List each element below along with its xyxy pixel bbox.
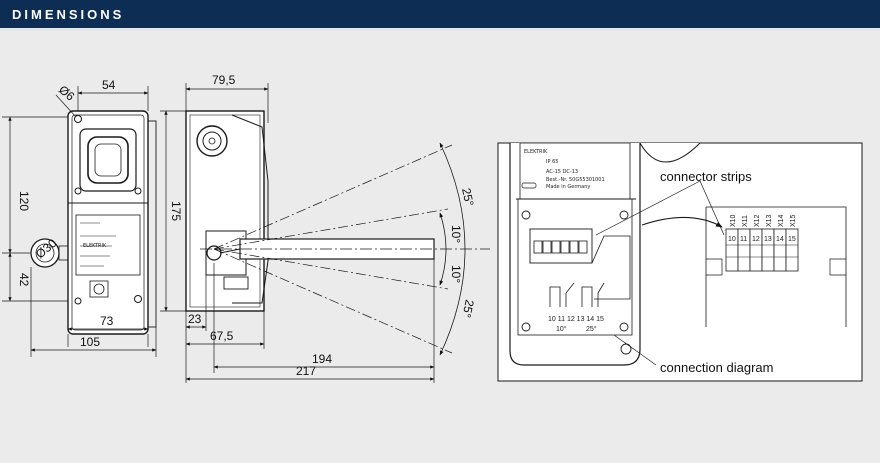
dimension-drawing: ELEKTRIK bbox=[2, 73, 863, 383]
detail-angle-25: 25° bbox=[586, 325, 597, 333]
diagram-stage: ELEKTRIK bbox=[0, 31, 880, 463]
detail-callouts: connector strips connection diagram bbox=[660, 169, 773, 375]
terminal-label-x11: X11 bbox=[742, 215, 749, 227]
terminal-number-13: 13 bbox=[764, 236, 772, 243]
dim-105: 105 bbox=[80, 335, 100, 349]
front-label-brand: ELEKTRIK bbox=[83, 243, 107, 249]
dim-79-5: 79,5 bbox=[212, 73, 236, 87]
terminal-number-12: 12 bbox=[752, 236, 760, 243]
detail-panel: 10 11 12 13 14 15 10° 25° ELEKTRIK IP 65… bbox=[497, 142, 863, 382]
dim-67-5: 67,5 bbox=[210, 329, 234, 343]
connector-terminal-labels: X10 X11 X12 X13 X14 X15 10 11 12 13 14 1… bbox=[728, 214, 797, 243]
angle-10-top: 10° bbox=[449, 225, 463, 243]
angle-25-bottom: 25° bbox=[459, 298, 477, 319]
detail-label-brand: ELEKTRIK bbox=[524, 149, 548, 155]
side-view bbox=[185, 110, 490, 356]
dim-23: 23 bbox=[188, 312, 202, 326]
dim-73: 73 bbox=[100, 314, 114, 328]
dim-diameter-6: Ø6 bbox=[56, 83, 78, 104]
detail-label-order: Best.-Nr. 50G55301001 bbox=[546, 177, 605, 183]
detail-angle-10: 10° bbox=[556, 325, 567, 333]
terminal-number-14: 14 bbox=[776, 236, 784, 243]
angle-10-bottom: 10° bbox=[449, 265, 463, 283]
terminal-label-x10: X10 bbox=[730, 214, 737, 227]
terminal-label-x15: X15 bbox=[790, 214, 797, 227]
dimension-lines bbox=[2, 83, 435, 383]
detail-label-made: Made in Germany bbox=[546, 184, 590, 190]
dim-194: 194 bbox=[312, 352, 332, 366]
terminal-label-x14: X14 bbox=[778, 214, 785, 227]
front-view bbox=[30, 110, 157, 335]
terminal-number-10: 10 bbox=[728, 236, 736, 243]
terminal-label-x13: X13 bbox=[766, 214, 773, 227]
detail-terminal-row: 10 11 12 13 14 15 bbox=[548, 316, 604, 323]
detail-label-ip: IP 65 bbox=[546, 159, 558, 165]
connection-diagram-label: connection diagram bbox=[660, 360, 773, 375]
front-view-label: ELEKTRIK bbox=[83, 243, 107, 249]
section-title: DIMENSIONS bbox=[12, 7, 125, 22]
terminal-label-x12: X12 bbox=[754, 214, 761, 227]
dim-42: 42 bbox=[17, 273, 31, 287]
section-header: DIMENSIONS bbox=[0, 0, 880, 31]
angle-25-top: 25° bbox=[459, 187, 477, 208]
detail-label-volt: AC-15 DC-13 bbox=[546, 169, 578, 175]
dim-54: 54 bbox=[102, 78, 116, 92]
dim-175: 175 bbox=[169, 201, 183, 221]
connector-strips-label: connector strips bbox=[660, 169, 752, 184]
terminal-number-11: 11 bbox=[740, 236, 747, 243]
terminal-number-15: 15 bbox=[788, 236, 796, 243]
dim-120: 120 bbox=[17, 191, 31, 211]
dim-217: 217 bbox=[296, 364, 316, 378]
